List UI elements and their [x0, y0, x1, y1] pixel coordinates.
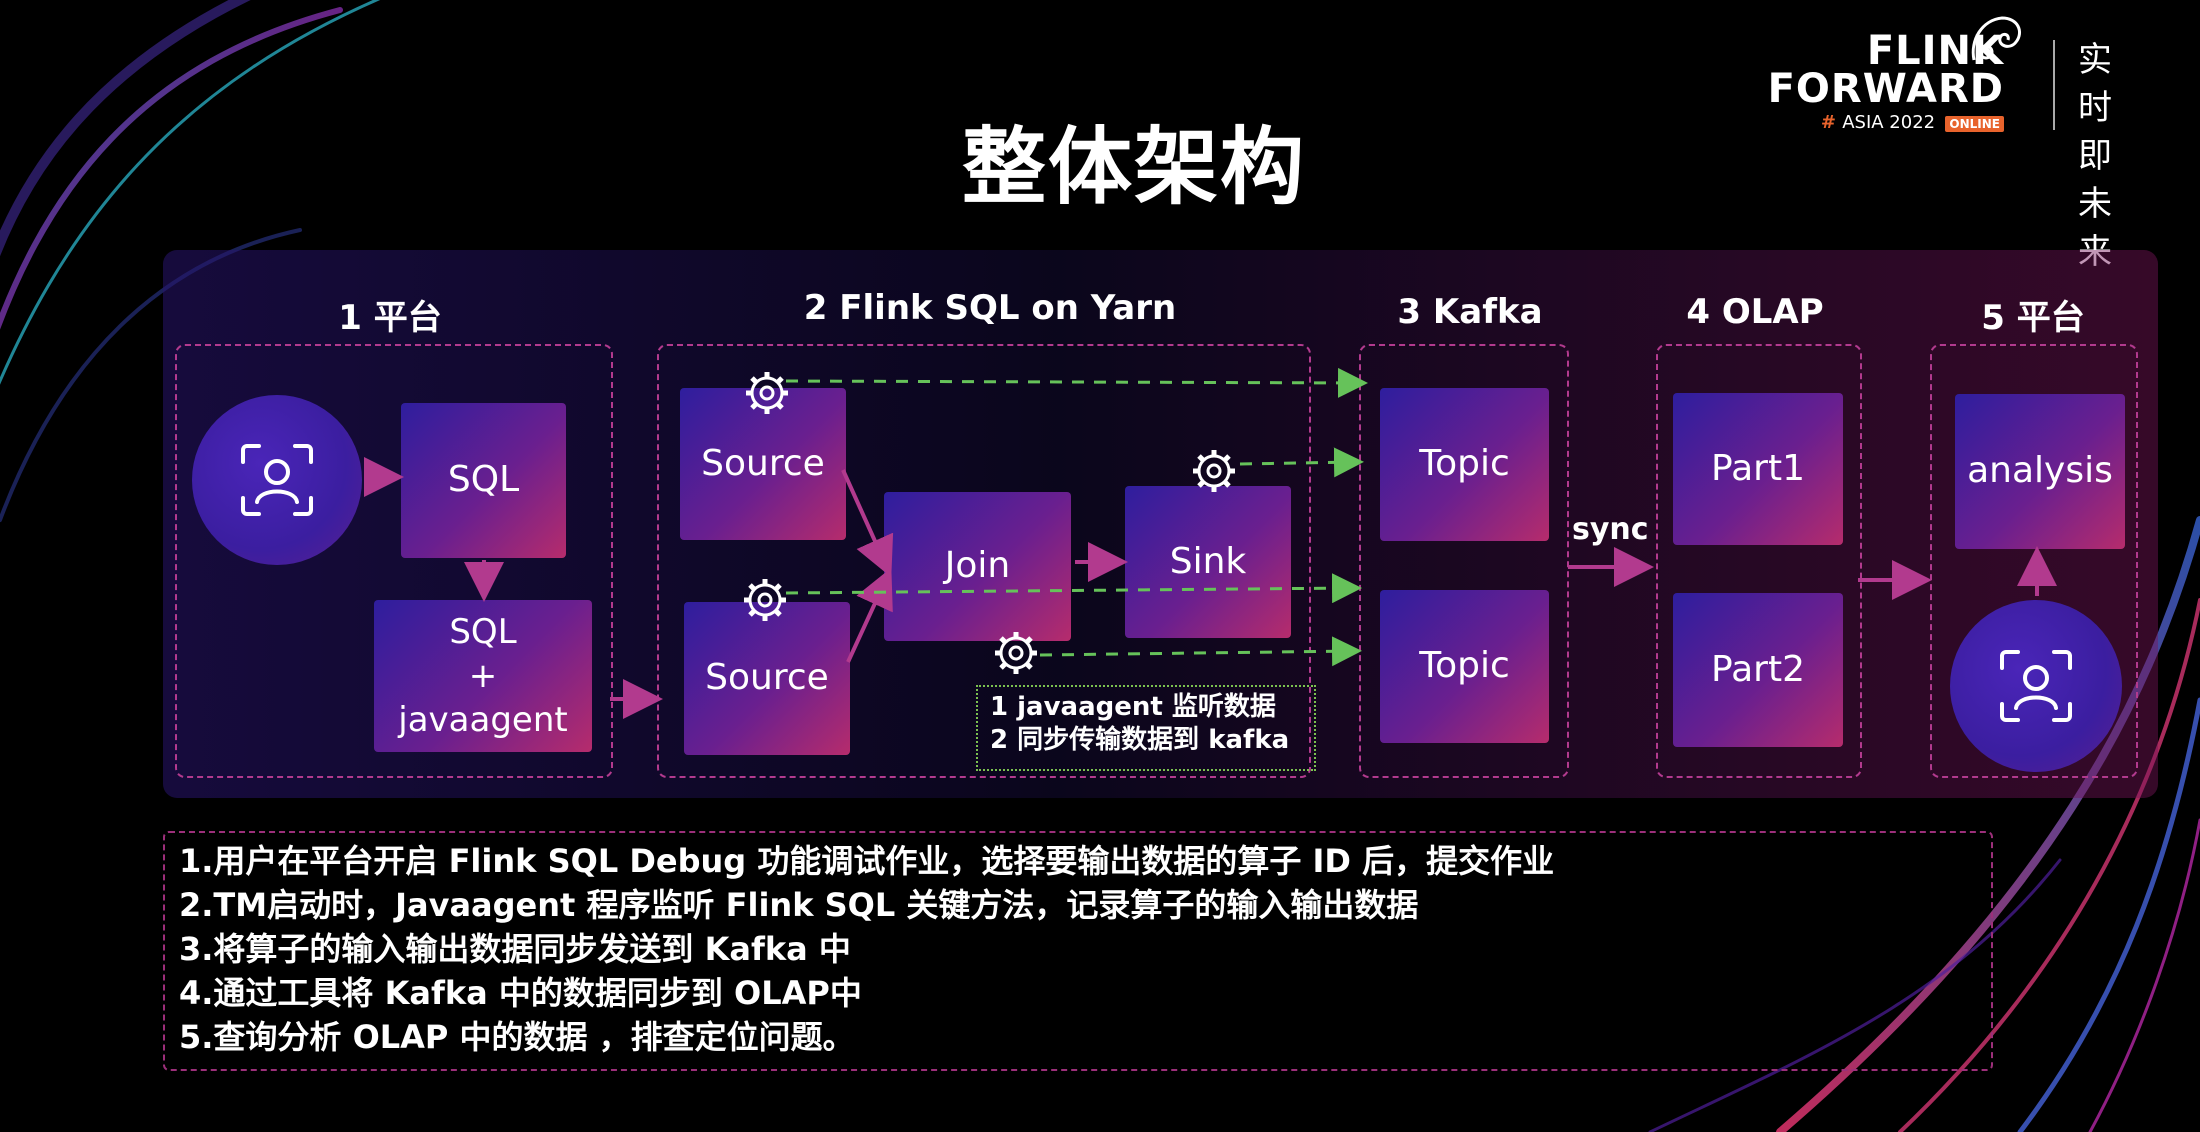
logo-line2: FORWARD [1767, 66, 2004, 112]
logo-event: # ASIA 2022 ONLINE [1821, 112, 2004, 133]
note-line2: 2 同步传输数据到 kafka [990, 725, 1290, 755]
part1-box: Part1 [1673, 393, 1843, 545]
step-4: 4.通过工具将 Kafka 中的数据同步到 OLAP中 [179, 974, 862, 1012]
gear-icon [744, 579, 786, 621]
dashed-arrow-source2 [785, 573, 1362, 604]
sql-javaagent-box: SQL + javaagent [374, 600, 592, 752]
note-line1: 1 javaagent 监听数据 [990, 692, 1276, 722]
arrow-source1-to-join [841, 469, 894, 578]
squirrel-icon [1971, 16, 2021, 61]
user-scan-icon [241, 444, 313, 516]
part2-box: Part2 [1673, 593, 1843, 747]
slogan-top: 实时即 [2078, 40, 2112, 176]
logo-hash: # [1820, 112, 1836, 133]
logo-separator [2053, 40, 2055, 130]
step-1: 1.用户在平台开启 Flink SQL Debug 功能调试作业，选择要输出数据… [179, 842, 1555, 880]
user-circle-platform5 [1950, 600, 2122, 772]
sql-javaagent-line2: + [468, 655, 498, 696]
group-label-platform1: 1 平台 [338, 298, 442, 338]
step-3: 3.将算子的输入输出数据同步发送到 Kafka 中 [179, 930, 851, 968]
page-title: 整体架构 [961, 118, 1306, 216]
topic-box-1: Topic [1380, 388, 1549, 541]
dashed-arrow-sink [1239, 447, 1364, 478]
steps-box: 1.用户在平台开启 Flink SQL Debug 功能调试作业，选择要输出数据… [163, 831, 1993, 1071]
sink-box: Sink [1125, 486, 1291, 638]
group-flink [657, 344, 1311, 778]
group-label-kafka: 3 Kafka [1397, 292, 1543, 332]
user-circle-platform1 [192, 395, 362, 565]
gear-icon [995, 632, 1037, 674]
group-label-platform5: 5 平台 [1981, 298, 2085, 338]
group-label-flink: 2 Flink SQL on Yarn [803, 288, 1177, 328]
gear-icons [744, 372, 1235, 674]
logo-event-name: ASIA 2022 [1842, 112, 1936, 133]
step-2: 2.TM启动时，Javaagent 程序监听 Flink SQL 关键方法，记录… [179, 886, 1419, 924]
step-5: 5.查询分析 OLAP 中的数据 ，排查定位问题。 [179, 1018, 855, 1056]
dashed-arrow-join [1039, 636, 1362, 667]
sql-javaagent-line3: javaagent [398, 700, 568, 741]
join-box: Join [884, 492, 1071, 641]
dashed-arrow-source1 [785, 367, 1368, 398]
sql-javaagent-line1: SQL [449, 611, 517, 652]
source-box-2: Source [684, 602, 850, 755]
user-scan-icon [2000, 650, 2072, 722]
online-badge: ONLINE [1945, 116, 2004, 132]
javaagent-note: 1 javaagent 监听数据 2 同步传输数据到 kafka [976, 685, 1316, 771]
arrow-source2-to-join [846, 567, 893, 663]
group-label-olap: 4 OLAP [1686, 292, 1824, 332]
sql-box: SQL [401, 403, 566, 558]
group-platform1 [175, 344, 613, 778]
sync-label: sync [1572, 512, 1649, 547]
topic-box-2: Topic [1380, 590, 1549, 743]
source-box-1: Source [680, 388, 846, 540]
group-kafka [1359, 344, 1569, 778]
gear-icon [1193, 450, 1235, 492]
analysis-box: analysis [1955, 394, 2125, 549]
group-olap [1656, 344, 1862, 778]
gear-icon [746, 372, 788, 414]
